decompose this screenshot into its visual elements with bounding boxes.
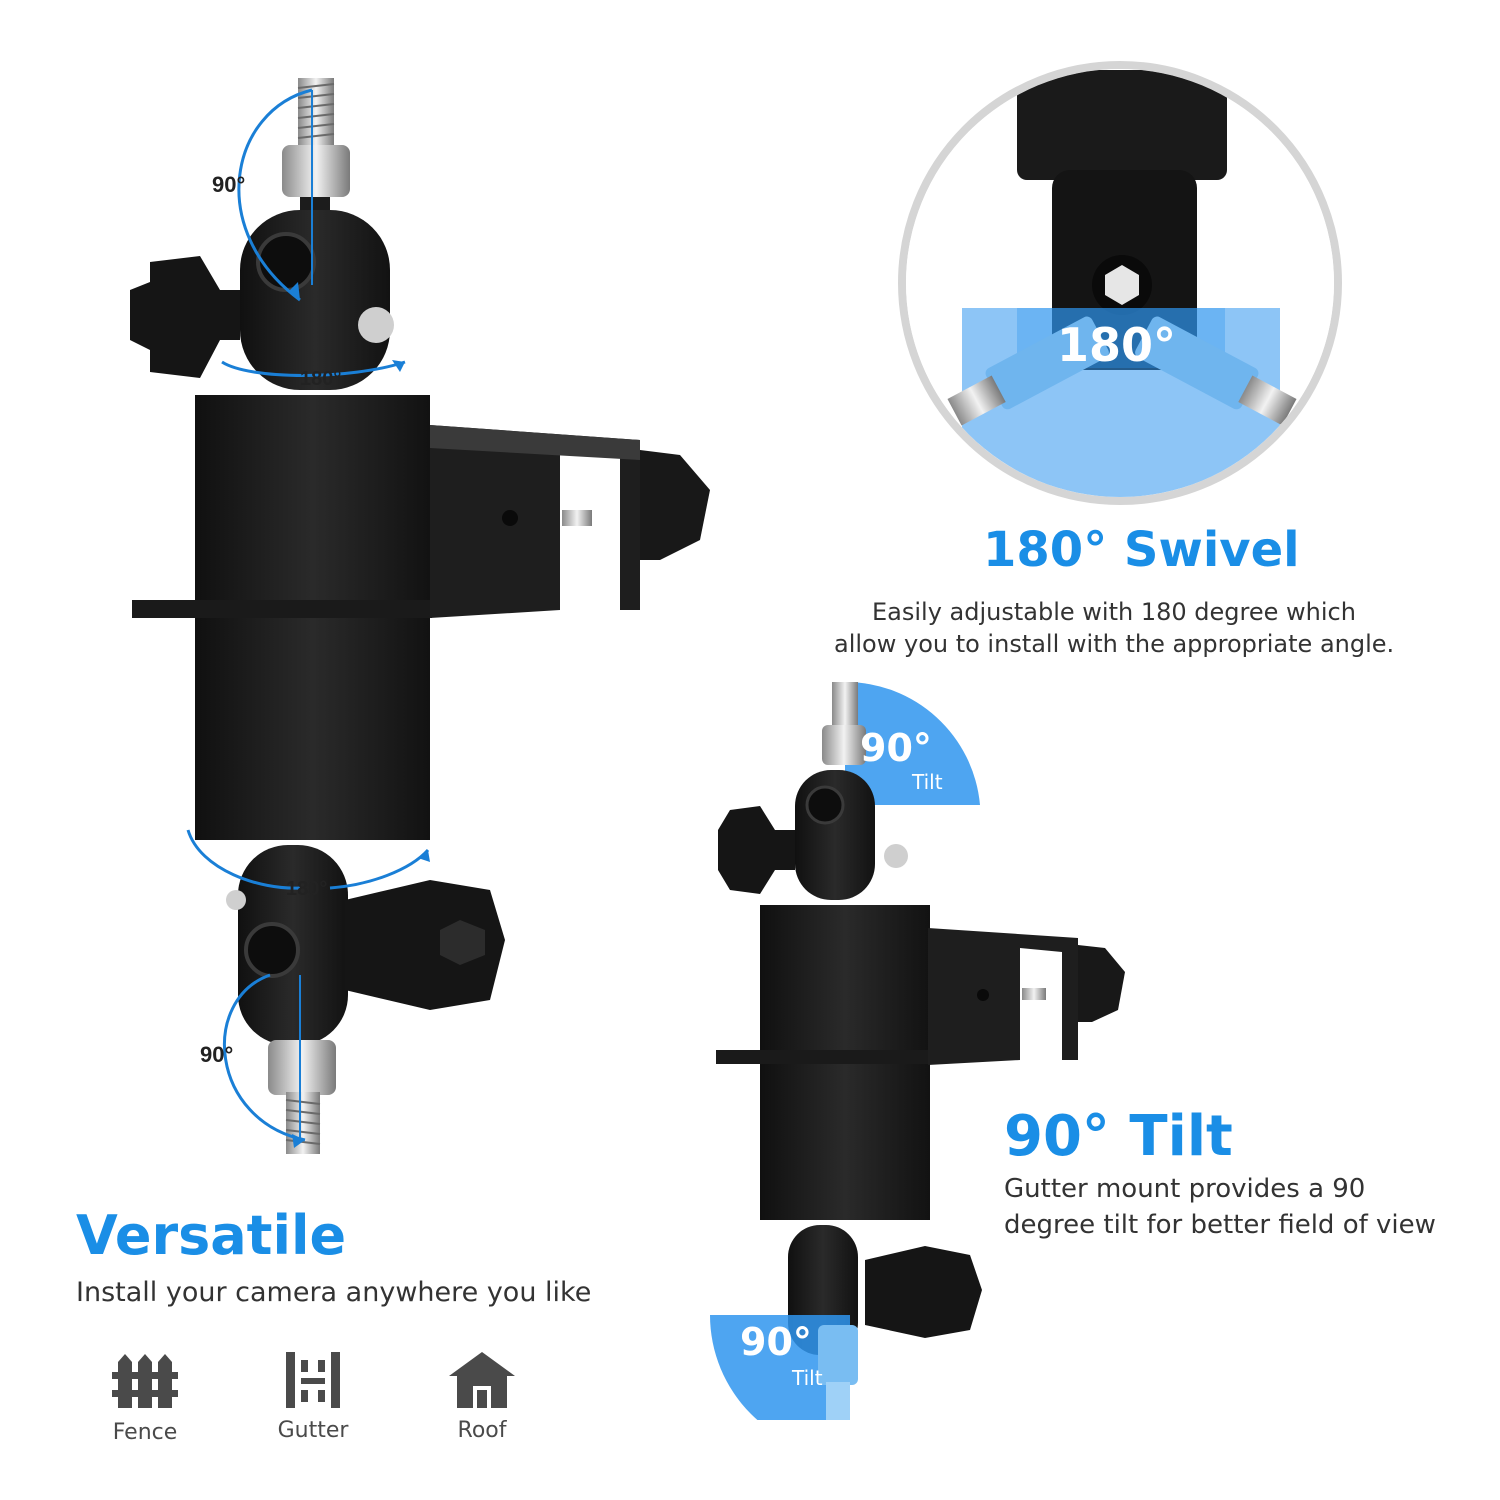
swivel-description-line1: Easily adjustable with 180 degree which	[872, 598, 1356, 626]
tilt-top-badge: 90°	[860, 726, 932, 770]
tilt-description-line2: degree tilt for better field of view	[1004, 1210, 1436, 1240]
fence-label: Fence	[112, 1420, 178, 1445]
fence-option: Fence	[100, 1352, 190, 1452]
versatile-title: Versatile	[76, 1204, 347, 1267]
versatile-description: Install your camera anywhere you like	[76, 1277, 592, 1308]
tilt-top-badge-sub: Tilt	[912, 770, 943, 794]
roof-icon	[449, 1352, 515, 1408]
swivel-title: 180° Swivel	[983, 522, 1300, 578]
gutter-label: Gutter	[277, 1418, 349, 1443]
gutter-icon	[286, 1352, 340, 1408]
tilt-bottom-badge-sub: Tilt	[792, 1366, 823, 1390]
fence-icon	[112, 1354, 178, 1408]
roof-label: Roof	[457, 1418, 507, 1443]
tilt-title: 90° Tilt	[1004, 1104, 1233, 1169]
swivel-detail-circle: 180°	[897, 60, 1343, 506]
tilt-description-line1: Gutter mount provides a 90	[1004, 1174, 1366, 1204]
bottom-swivel-label: 180°	[286, 878, 328, 900]
top-swivel-label: 180°	[300, 368, 342, 390]
tilt-mount-illustration: 90° Tilt 90° Tilt	[700, 670, 1130, 1420]
tilt-bottom-badge: 90°	[740, 1320, 812, 1364]
main-mount-illustration: 90° 180° 180° 90°	[0, 0, 720, 1160]
gutter-option: Gutter	[268, 1350, 358, 1450]
swivel-description-line2: allow you to install with the appropriat…	[834, 630, 1395, 658]
top-tilt-label: 90°	[212, 172, 246, 197]
roof-option: Roof	[437, 1350, 527, 1450]
bottom-tilt-label: 90°	[200, 1042, 234, 1067]
swivel-degree-badge: 180°	[1057, 318, 1177, 372]
